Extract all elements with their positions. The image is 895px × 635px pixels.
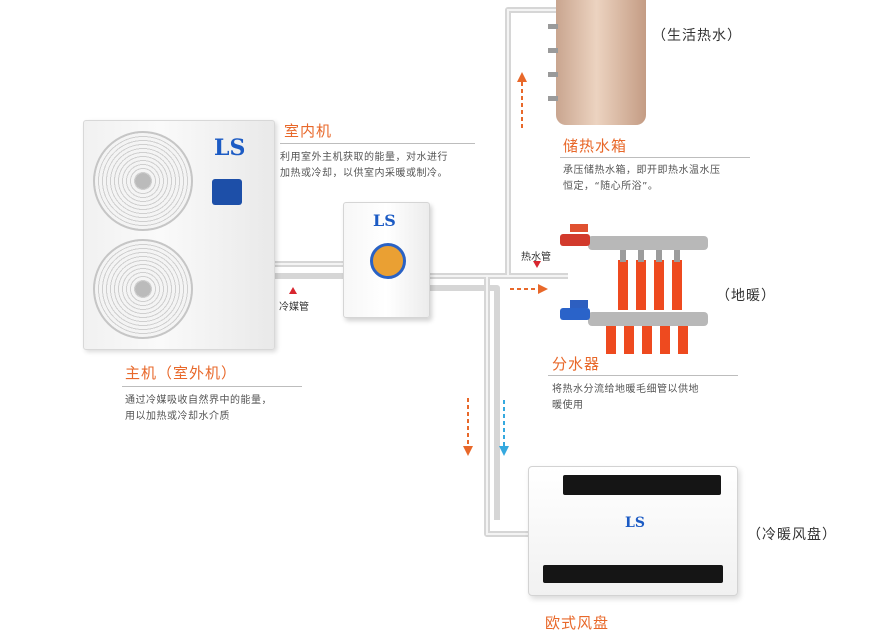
fan-coil-caption: （冷暖风盘） (747, 527, 837, 543)
fan-grille-icon (93, 131, 193, 231)
manifold-title: 分水器 (552, 355, 601, 373)
outdoor-unit-description: 通过冷媒吸收自然界中的能量， 用以加热或冷却水介质 (125, 395, 272, 422)
marker-up-icon (289, 287, 297, 294)
divider (548, 375, 738, 376)
divider (560, 157, 750, 158)
brand-logo-icon: LS (625, 515, 645, 531)
outdoor-unit-title: 主机（室外机） (125, 364, 238, 382)
indoor-unit-description: 利用室外主机获取的能量，对水进行 加热或冷却，以供室内采暖或制冷。 (280, 152, 448, 179)
manifold-image (560, 224, 708, 354)
indoor-unit-title: 室内机 (284, 122, 333, 140)
marker-down-icon (533, 261, 541, 268)
water-tank-caption: （生活热水） (652, 28, 742, 44)
divider (122, 386, 302, 387)
manifold-description: 将热水分流给地暖毛细管以供地 暖使用 (552, 384, 699, 411)
water-tank-image (548, 0, 646, 125)
water-tank-description: 承压储热水箱，即开即热水温水压 恒定，“随心所浴”。 (563, 165, 721, 192)
brand-logo-icon: LS (373, 211, 396, 230)
fan-grille-icon (93, 239, 193, 339)
seal-icon (370, 243, 406, 279)
water-tank-title: 储热水箱 (563, 137, 628, 155)
fan-coil-image: LS (528, 466, 738, 596)
hot-water-pipe-label: 热水管 (521, 252, 551, 263)
refrigerant-pipe-label: 冷媒管 (279, 302, 309, 313)
fan-coil-title: 欧式风盘 (545, 614, 610, 632)
indoor-unit-image: LS (343, 202, 430, 318)
manifold-caption: （地暖） (716, 288, 776, 304)
brand-logo-icon: LS (214, 135, 246, 161)
badge-icon (212, 179, 242, 205)
divider (280, 143, 475, 144)
outdoor-unit-image: LS (83, 120, 275, 350)
